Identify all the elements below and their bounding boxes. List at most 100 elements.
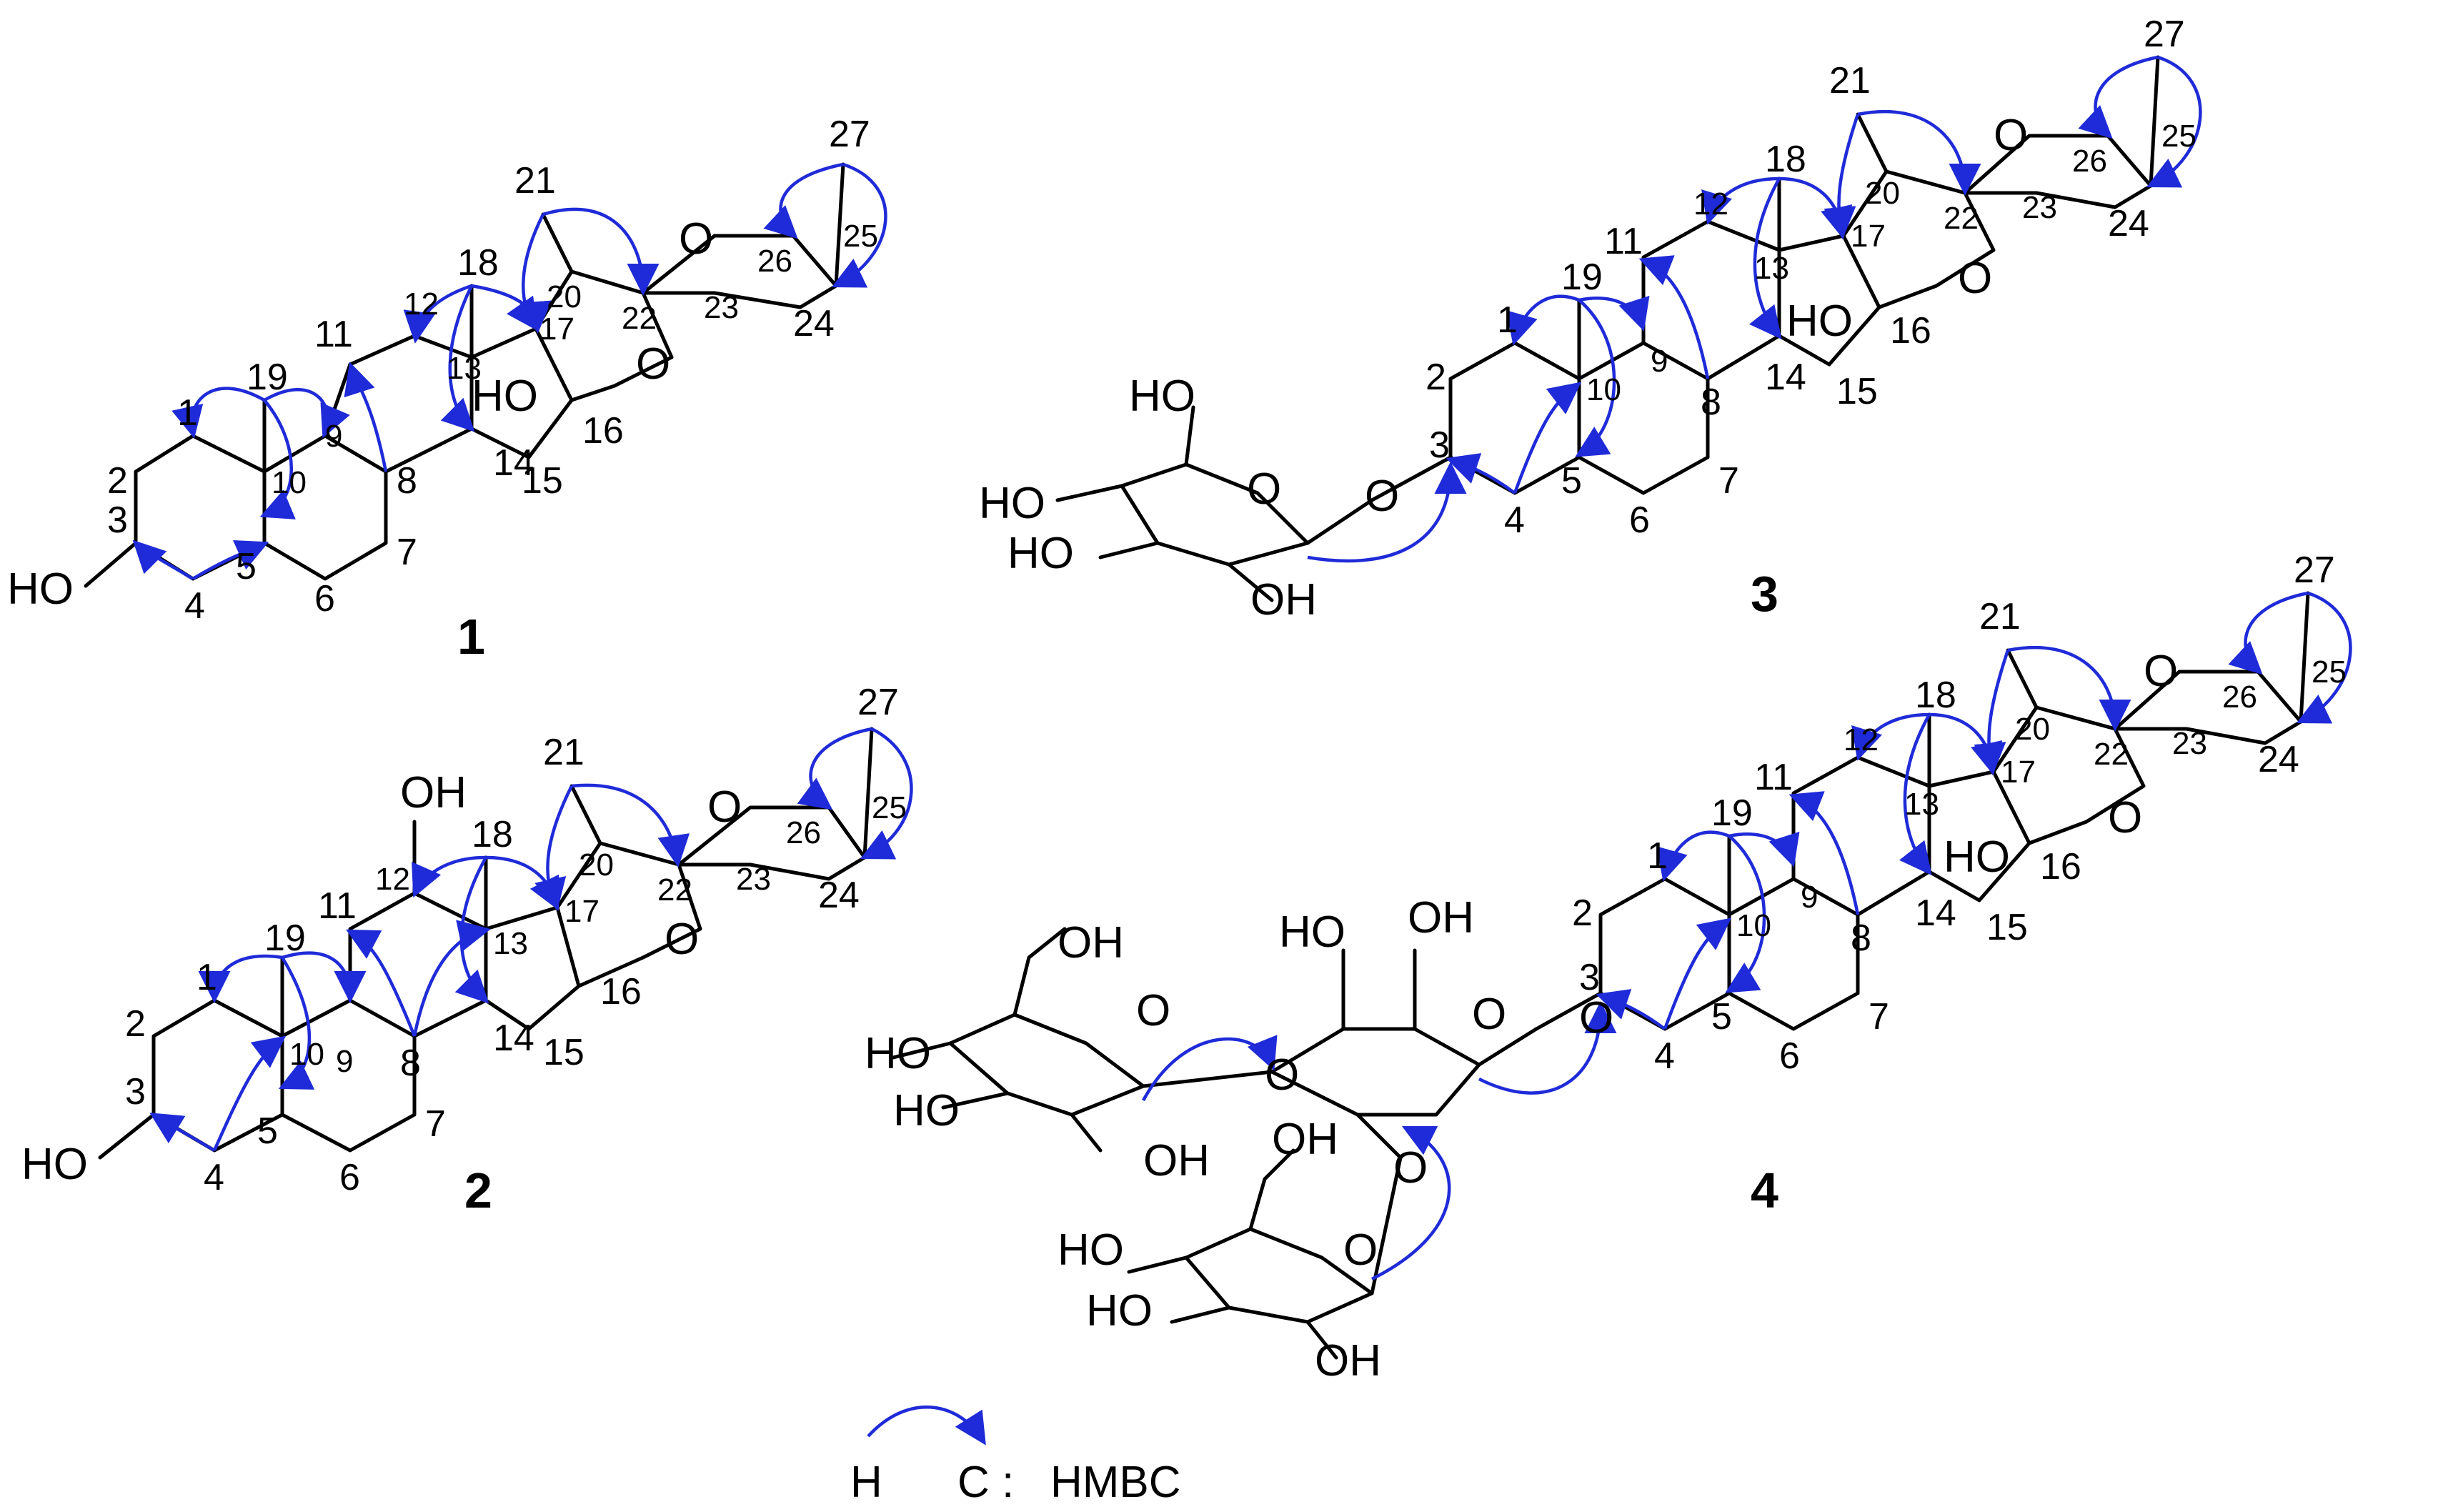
compound-4-atom-20: 20 — [2015, 712, 2050, 747]
compound-4-hmbc-arrow — [1370, 1125, 1451, 1281]
compound-4-sugar-oh: HO — [865, 1029, 931, 1078]
compound-3-hmbc-arrow — [1506, 294, 1580, 346]
compound-4-sugar-oh: HO — [893, 1086, 960, 1135]
compound-3-hmbc-arrow — [1575, 299, 1616, 457]
compound-4-ring-b — [1727, 877, 1860, 1031]
compound-2-atom-6: 6 — [339, 1157, 360, 1198]
compound-4-atom-13: 13 — [1904, 787, 1939, 822]
compound-4-atom-24: 24 — [2258, 739, 2299, 780]
compound-1-atom-11: 11 — [314, 314, 353, 355]
compound-3-atom-11: 11 — [1604, 221, 1643, 262]
compound-3-atom-23: 23 — [2022, 190, 2057, 225]
compound-4-label: 4 — [1751, 1163, 1778, 1218]
compound-3-atom-3: 3 — [1429, 424, 1450, 466]
compound-3-hmbc-arrow — [1638, 255, 1710, 379]
compound-3-atom-7: 7 — [1718, 460, 1739, 502]
compound-4-sugar-oh: HO — [1058, 1225, 1124, 1275]
compound-3-hmbc-arrow — [1857, 109, 1981, 196]
compound-3-atom-4: 4 — [1504, 499, 1525, 541]
compound-3-atom-25: 25 — [2161, 119, 2196, 154]
compound-2-hmbc-arrow — [529, 785, 574, 911]
compound-2-atom-4: 4 — [204, 1157, 224, 1198]
compound-2-label: 2 — [464, 1163, 492, 1218]
compound-3-hmbc-arrow — [1778, 176, 1856, 239]
compound-3-methyls — [1577, 55, 2160, 381]
compound-1-atom-12: 12 — [404, 287, 439, 322]
compound-1-label: 1 — [457, 609, 485, 665]
compound-4-hmbc-arrow — [2007, 645, 2131, 732]
compound-3-ring-b — [1577, 341, 1710, 495]
compound-3-atom-27: 27 — [2144, 14, 2185, 55]
compound-4-ring-oxygen: O — [2108, 793, 2142, 842]
compound-1-hmbc-arrow — [471, 284, 552, 334]
compound-4-hmbc-arrow — [1851, 712, 1930, 761]
compound-4-hmbc-arrow — [1929, 712, 2006, 775]
compound-3-hmbc-arrow — [1513, 382, 1582, 494]
compound-1-atom-25: 25 — [843, 219, 878, 254]
legend-method-label: HMBC — [1050, 1458, 1181, 1507]
compound-4-ring-a — [1598, 877, 1731, 1031]
compound-1-hmbc-arrow — [171, 387, 266, 439]
compound-4-atom-5: 5 — [1711, 996, 1732, 1038]
compound-4-glycosidic-oxygen: O — [1393, 1143, 1428, 1193]
compound-2-atom-15: 15 — [543, 1032, 584, 1073]
compound-2-atom-23: 23 — [736, 862, 771, 897]
compound-2-atom-22: 22 — [657, 872, 692, 907]
compound-1-atom-5: 5 — [236, 546, 257, 587]
compound-4-atom-8: 8 — [1851, 917, 1871, 959]
compound-4-atom-10: 10 — [1736, 908, 1771, 943]
compound-3-atom-21: 21 — [1829, 60, 1871, 101]
compound-2-atom-27: 27 — [857, 682, 899, 723]
compound-4-glucose-left-subst — [891, 927, 1103, 1153]
compound-4-glycosidic-bond — [1141, 1070, 1274, 1088]
compound-3-atom-9: 9 — [1651, 344, 1668, 379]
compound-2-atom-26: 26 — [786, 815, 821, 850]
compound-4-atom-25: 25 — [2312, 655, 2347, 690]
compound-1-atom-16: 16 — [582, 410, 624, 452]
compound-1-hmbc-arrow — [344, 362, 388, 472]
compound-4-sugar-ring-oxygen: O — [1343, 1225, 1378, 1275]
compound-4-atom-11: 11 — [1754, 757, 1793, 798]
compound-4-hmbc-arrow — [2296, 591, 2352, 724]
compound-2-atom-1: 1 — [196, 957, 217, 998]
compound-2-hmbc-arrow — [860, 727, 913, 860]
compound-4-atom-18: 18 — [1915, 675, 1956, 716]
compound-1-hmbc-arrow — [403, 284, 472, 344]
hmbc-legend-arrow — [867, 1405, 986, 1446]
compound-3-glycosidic-oxygen: O — [1365, 472, 1399, 521]
compound-2-hmbc-arrow — [454, 856, 489, 1004]
compound-2-hmbc-arrow — [797, 727, 872, 810]
compound-1-atom-1: 1 — [177, 392, 198, 434]
compound-4-hmbc-arrow — [1725, 835, 1766, 993]
compound-3-atom-26: 26 — [2072, 144, 2107, 179]
compound-4-methyls — [1727, 591, 2310, 917]
compound-3-sugar-oh: HO — [1129, 372, 1195, 421]
compound-1-methyls — [262, 162, 845, 474]
compound-3-atom-22: 22 — [1944, 201, 1979, 236]
compound-1-atom-23: 23 — [704, 290, 739, 325]
compound-4-glucose-center-subst — [1341, 948, 1538, 1160]
compound-1-oh-bond — [84, 541, 138, 588]
compound-4-sugar-oh: OH — [1315, 1336, 1381, 1386]
compound-3-atom-18: 18 — [1765, 139, 1806, 180]
compound-1-hmbc-arrow — [263, 388, 350, 439]
compound-4-ho-label: HO — [1944, 832, 2010, 882]
compound-1-hmbc-arrow — [132, 539, 194, 580]
compound-4-hmbc-arrow — [1899, 713, 1932, 876]
compound-2-ring-oxygen: O — [665, 915, 699, 964]
compound-3-hmbc-arrow — [2146, 55, 2202, 188]
compound-4-glucose-center — [1270, 1027, 1481, 1117]
compound-1-hmbc-arrow — [440, 284, 475, 432]
compound-1-atom-14: 14 — [493, 442, 534, 484]
compound-1-atom-24: 24 — [793, 303, 835, 344]
compound-2-atom-7: 7 — [425, 1103, 446, 1145]
compound-2-atom-24: 24 — [818, 875, 860, 916]
compound-4-atom-19: 19 — [1711, 792, 1753, 834]
compound-2-hmbc-arrow — [346, 929, 417, 1037]
compound-4-atom-14: 14 — [1915, 892, 1956, 934]
compound-4-atom-21: 21 — [1979, 596, 2021, 637]
compound-2-hmbc-arrow — [198, 954, 283, 1003]
compound-2-atom-2: 2 — [125, 1003, 146, 1045]
compound-4-ring-oxygen: O — [2144, 647, 2178, 696]
